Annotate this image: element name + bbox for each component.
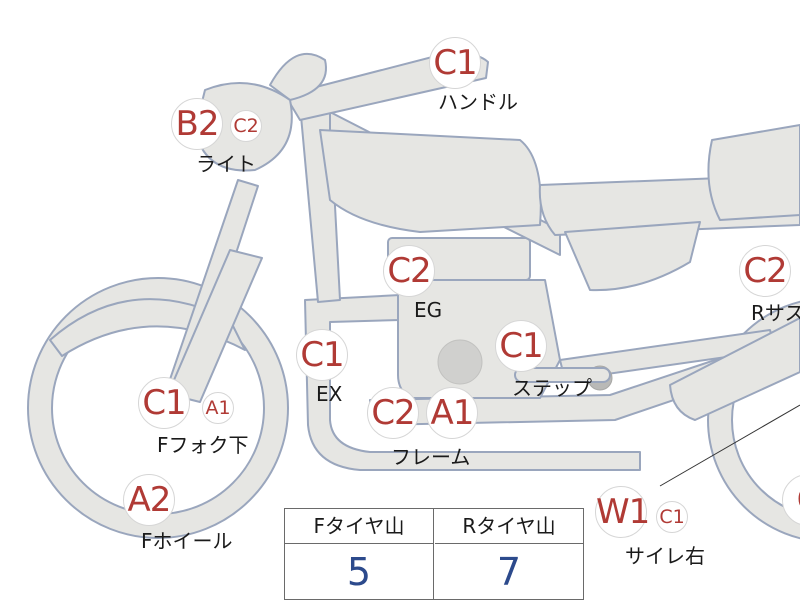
exhaust-grade-badge: C1 (296, 329, 348, 381)
front-fork-lower-secondary-grade-badge: A1 (202, 392, 234, 424)
rear-wheel-rim (709, 302, 800, 538)
side-cover (564, 221, 701, 292)
light-grade-badge: B2 (171, 98, 223, 150)
light-secondary-grade-badge: C2 (230, 110, 262, 142)
step-label: ステップ (512, 376, 592, 400)
rear-tire-header: Rタイヤ山 (435, 509, 583, 544)
engine-cover (437, 339, 483, 385)
light-label: ライト (196, 152, 256, 176)
front-wheel-grade-badge: A2 (123, 474, 175, 526)
front-wheel-label: Fホイール (141, 529, 233, 553)
silencer (669, 317, 800, 421)
silencer-right-grade-badge: W1 (595, 486, 650, 538)
engine-grade-badge: C2 (383, 245, 435, 297)
exhaust-pipe (304, 294, 641, 471)
handle-grade-badge: C1 (429, 37, 481, 89)
exhaust-label: EX (316, 382, 343, 406)
step-grade-badge: C1 (495, 320, 547, 372)
front-fork-lower-label: Fフォク下 (157, 433, 249, 457)
silencer-right-secondary-grade-badge: C1 (656, 501, 688, 533)
frame-grade-badge: C2 (367, 387, 419, 439)
rear-cowl (707, 124, 800, 221)
front-tire-value: 5 (346, 550, 372, 594)
table-divider (433, 509, 434, 599)
front-wheel-rim (29, 279, 287, 537)
front-fork-lower-leg (167, 249, 263, 403)
engine-label: EG (414, 298, 443, 322)
frame-label: フレーム (391, 445, 471, 469)
frame-secondary-grade-badge: A1 (426, 387, 478, 439)
fuel-tank (319, 129, 542, 233)
motorcycle-parts (27, 52, 800, 540)
rear-suspension-label: Rサス (751, 301, 800, 325)
tire-tread-table: Fタイヤ山 Rタイヤ山 5 7 (284, 508, 584, 600)
step-bar (514, 367, 611, 383)
front-tire-header: Fタイヤ山 (285, 509, 433, 544)
front-fork-lower-grade-badge: C1 (138, 377, 190, 429)
rear-suspension-grade-badge: C2 (739, 245, 791, 297)
silencer-right-label: サイレ右 (625, 544, 705, 568)
rear-tire-value: 7 (496, 550, 522, 594)
handle-label: ハンドル (438, 90, 518, 114)
speedometer (269, 52, 327, 101)
silencer-leader-line (659, 404, 800, 487)
